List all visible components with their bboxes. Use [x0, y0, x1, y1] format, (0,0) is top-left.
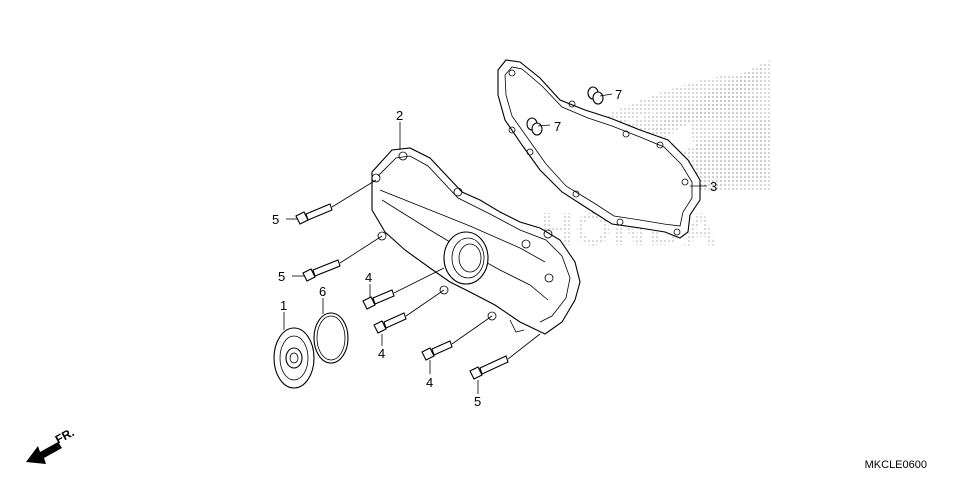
cover-part-2	[371, 147, 581, 335]
callout-part-2: 2	[396, 108, 403, 123]
bolt-part-5-upper	[295, 203, 333, 225]
dowel-pin-part-7-upper	[587, 86, 604, 105]
callout-part-4-lower: 4	[426, 375, 433, 390]
callout-part-5-upper: 5	[272, 212, 279, 227]
callout-part-4-upper: 4	[365, 270, 372, 285]
leader-lines	[283, 93, 707, 394]
o-ring-part-6	[313, 312, 349, 364]
bolt-part-4-middle	[373, 312, 407, 334]
callout-part-6: 6	[319, 284, 326, 299]
bolt-part-5-lower	[469, 355, 509, 380]
diagram-code: MKCLE0600	[864, 459, 927, 471]
gasket-part-3	[497, 59, 701, 239]
callout-part-1: 1	[280, 298, 287, 313]
bolt-part-4-upper	[362, 289, 395, 310]
seal-part-1	[273, 327, 315, 389]
callout-part-3: 3	[710, 179, 717, 194]
front-direction-arrow: FR.	[26, 425, 76, 464]
callout-part-7-lower: 7	[554, 119, 561, 134]
callout-part-5-middle: 5	[278, 269, 285, 284]
bolt-part-5-middle	[302, 259, 341, 282]
bolt-part-4-lower	[421, 340, 453, 361]
callout-part-5-lower: 5	[474, 394, 481, 409]
callout-part-4-middle: 4	[378, 346, 385, 361]
callout-part-7-upper: 7	[615, 87, 622, 102]
